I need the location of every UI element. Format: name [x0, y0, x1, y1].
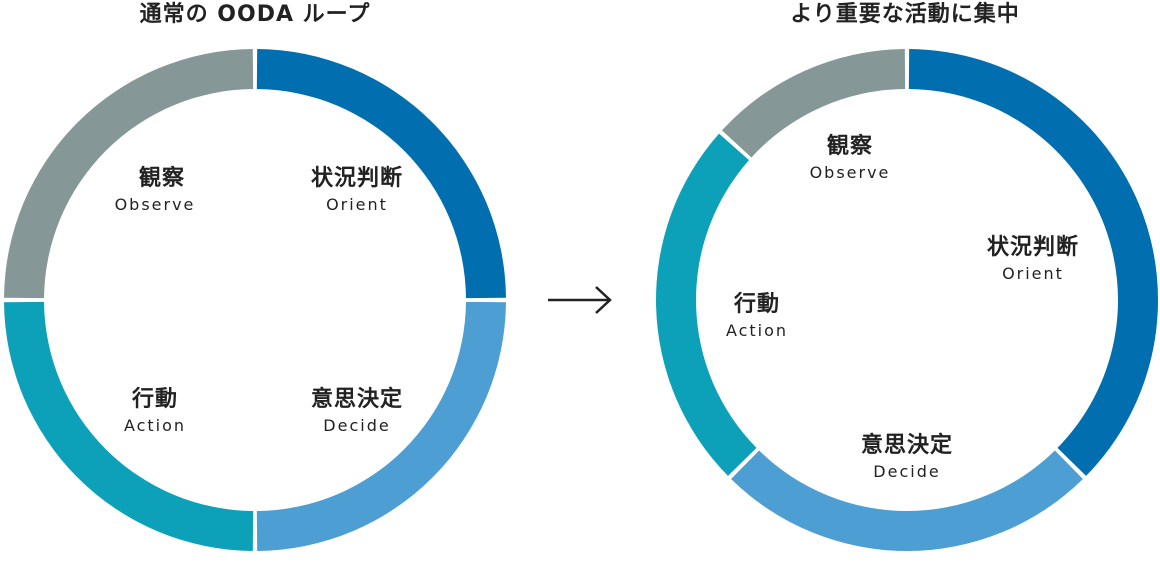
- left-orient-en-label: Orient: [326, 195, 388, 214]
- right-observe-jp-label: 観察: [827, 133, 873, 159]
- left-orient-jp-label: 状況判断: [311, 165, 403, 191]
- right-diagram-title: より重要な活動に集中: [790, 2, 1020, 27]
- right-observe-segment: [721, 49, 906, 158]
- right-decide-jp-label: 意思決定: [861, 432, 953, 458]
- left-action-segment: [4, 301, 254, 551]
- left-decide-en-label: Decide: [323, 416, 390, 435]
- left-observe-jp-label: 観察: [139, 165, 185, 191]
- right-action-jp-label: 行動: [733, 291, 780, 317]
- focused-ooda-loop: [656, 49, 1158, 551]
- right-observe-en-label: Observe: [810, 163, 891, 182]
- right-orient-en-label: Orient: [1002, 264, 1064, 283]
- left-decide-segment: [256, 301, 506, 551]
- right-action-segment: [656, 133, 757, 476]
- left-observe-segment: [4, 49, 254, 299]
- right-decide-en-label: Decide: [873, 462, 940, 481]
- left-diagram-title: 通常の OODA ループ: [139, 2, 371, 27]
- right-orient-segment: [908, 49, 1158, 476]
- left-action-en-label: Action: [124, 416, 186, 435]
- left-action-jp-label: 行動: [131, 386, 178, 412]
- left-orient-segment: [256, 49, 506, 299]
- transition-arrow: [548, 286, 612, 314]
- normal-ooda-loop: [4, 49, 506, 551]
- right-orient-jp-label: 状況判断: [987, 234, 1079, 260]
- right-decide-segment: [731, 450, 1083, 551]
- right-action-en-label: Action: [726, 321, 788, 340]
- left-decide-jp-label: 意思決定: [311, 386, 403, 412]
- left-observe-en-label: Observe: [115, 195, 196, 214]
